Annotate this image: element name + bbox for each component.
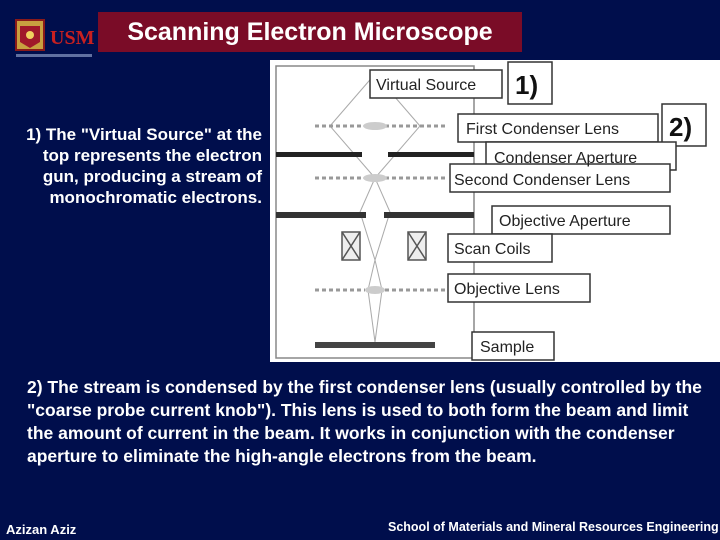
label-objective-aperture: Objective Aperture bbox=[499, 213, 631, 230]
callout-1: 1) bbox=[515, 70, 538, 100]
label-first-condenser-lens: First Condenser Lens bbox=[466, 121, 619, 138]
first-condenser-lens-shape bbox=[315, 122, 445, 130]
objective-lens-shape bbox=[315, 286, 445, 294]
sample-stage bbox=[315, 342, 435, 348]
objective-aperture-plate-right bbox=[384, 212, 474, 218]
objective-aperture-plate-left bbox=[276, 212, 366, 218]
label-sample: Sample bbox=[480, 339, 534, 356]
paragraph-virtual-source: 1) The "Virtual Source" at the top repre… bbox=[26, 125, 262, 207]
svg-text:USM: USM bbox=[50, 27, 95, 49]
label-scan-coils: Scan Coils bbox=[454, 241, 530, 258]
label-second-condenser-lens: Second Condenser Lens bbox=[454, 172, 630, 189]
condenser-aperture-plate-right bbox=[388, 152, 474, 157]
university-logo: USM bbox=[12, 18, 96, 62]
second-condenser-lens-shape bbox=[315, 174, 445, 182]
label-condenser-aperture: Condenser Aperture bbox=[494, 150, 637, 167]
condenser-aperture-plate-left bbox=[276, 152, 362, 157]
footer-author: Azizan Aziz bbox=[6, 522, 77, 537]
footer-school: School of Materials and Mineral Resource… bbox=[388, 520, 719, 534]
paragraph-condenser: 2) The stream is condensed by the first … bbox=[27, 377, 702, 466]
callout-2: 2) bbox=[669, 112, 692, 142]
scan-coils-shape bbox=[341, 231, 427, 261]
label-objective-lens: Objective Lens bbox=[454, 281, 560, 298]
sem-diagram: Virtual Source 1) First Condenser Lens 2… bbox=[270, 60, 720, 362]
slide-title: Scanning Electron Microscope bbox=[98, 12, 522, 52]
label-virtual-source: Virtual Source bbox=[376, 77, 476, 94]
